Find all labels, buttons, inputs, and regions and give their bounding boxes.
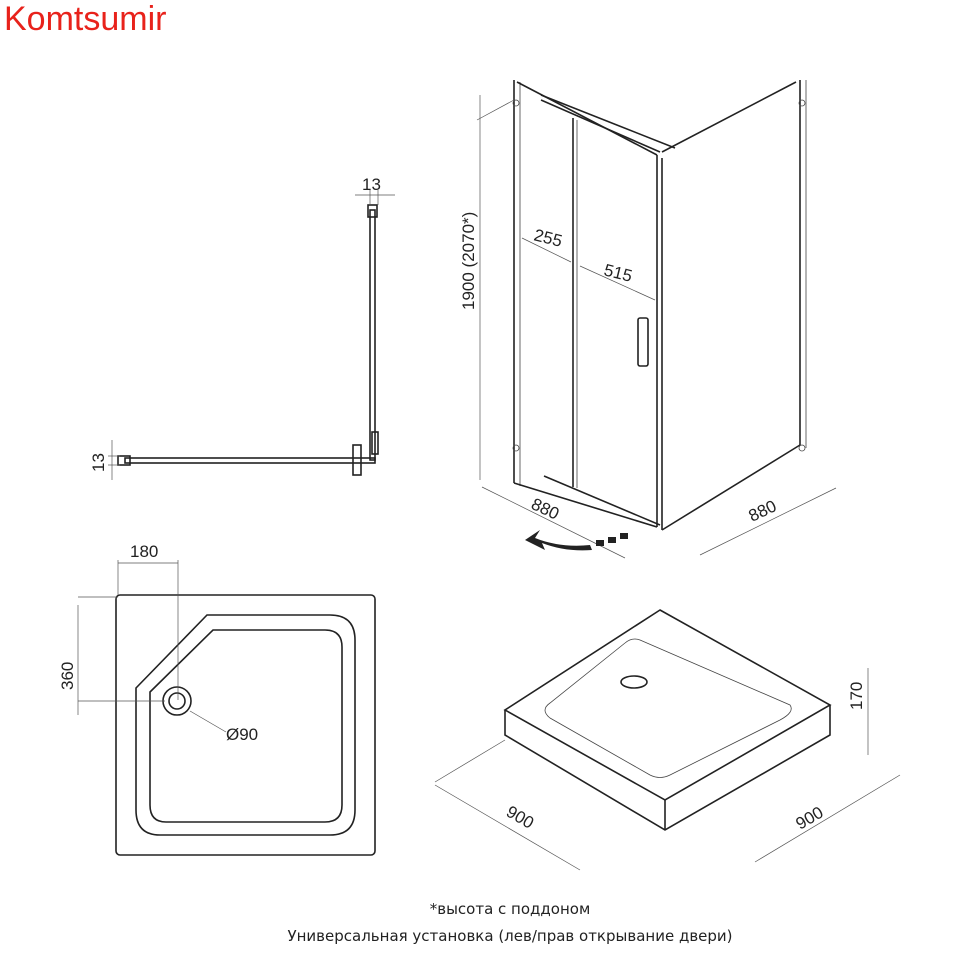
dim-fixed-panel: 255: [532, 225, 564, 250]
side-glass-panel: [369, 209, 376, 461]
dim-drain-x: 180: [130, 542, 158, 561]
door-handle: [637, 317, 649, 367]
top-rail: [540, 94, 676, 149]
door-swing-arrow-icon: [525, 530, 592, 551]
tray-iso-view: 900 900 170: [434, 609, 901, 871]
drain-icon: [168, 692, 186, 710]
front-glass-panel: [124, 457, 376, 464]
dim-glass-top: 13: [362, 175, 381, 194]
dim-width-left: 880: [528, 494, 562, 523]
dim-width-right: 880: [746, 496, 780, 525]
dim-drain-diameter: Ø90: [226, 725, 258, 744]
install-note: Универсальная установка (лев/прав открыв…: [287, 927, 733, 945]
footnote: *высота с поддоном: [429, 900, 591, 918]
dim-tray-height: 170: [847, 682, 866, 710]
bottom-rail: [543, 475, 661, 526]
enclosure-view: 1900 (2070*) 255 515 880 880: [459, 80, 837, 559]
dim-glass-side: 13: [89, 453, 108, 472]
plan-view: 13 13: [89, 175, 395, 480]
dim-door-opening: 515: [602, 260, 634, 285]
tray-top-view: 180 360 Ø90: [58, 542, 376, 856]
brand-logo-text: Komtsumir: [4, 0, 167, 38]
dim-height: 1900 (2070*): [459, 212, 478, 310]
dim-tray-width-right: 900: [793, 803, 827, 834]
dim-drain-y: 360: [58, 662, 77, 690]
